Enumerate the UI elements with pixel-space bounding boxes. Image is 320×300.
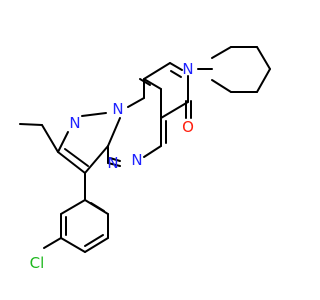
nitrogen-atom: N — [131, 151, 142, 169]
bond — [107, 162, 121, 167]
bond — [60, 199, 86, 215]
bond — [90, 202, 105, 212]
oxygen-atom: O — [182, 118, 194, 136]
bond — [41, 124, 59, 153]
bond — [109, 157, 121, 162]
bond — [84, 145, 109, 174]
atom-labels: N O N N N N Cl — [30, 60, 194, 272]
bond — [170, 70, 182, 78]
bond — [57, 151, 86, 174]
bond — [143, 78, 162, 90]
bond — [57, 131, 69, 153]
bond — [60, 237, 86, 253]
nitrogen-atom: N — [107, 154, 118, 172]
bond — [107, 117, 121, 147]
bond — [169, 62, 183, 71]
bond — [64, 148, 89, 167]
nitrogen-atom: N — [182, 60, 193, 78]
bonds — [19, 46, 271, 253]
bond — [81, 112, 107, 117]
bond — [256, 46, 271, 70]
bond — [211, 46, 232, 59]
bond — [43, 237, 62, 249]
bond — [84, 237, 109, 253]
bond — [143, 62, 171, 80]
bond — [160, 101, 189, 119]
nitrogen-atom: N — [112, 100, 123, 118]
bond — [256, 68, 271, 93]
bond — [143, 145, 162, 158]
nitrogen-atom: N — [69, 114, 80, 132]
bond — [84, 234, 104, 247]
bond — [19, 123, 43, 126]
chlorine-atom: Cl — [30, 254, 45, 272]
bond — [127, 97, 145, 108]
molecule-structure: N O N N N N Cl — [19, 46, 271, 272]
bond — [211, 79, 232, 93]
